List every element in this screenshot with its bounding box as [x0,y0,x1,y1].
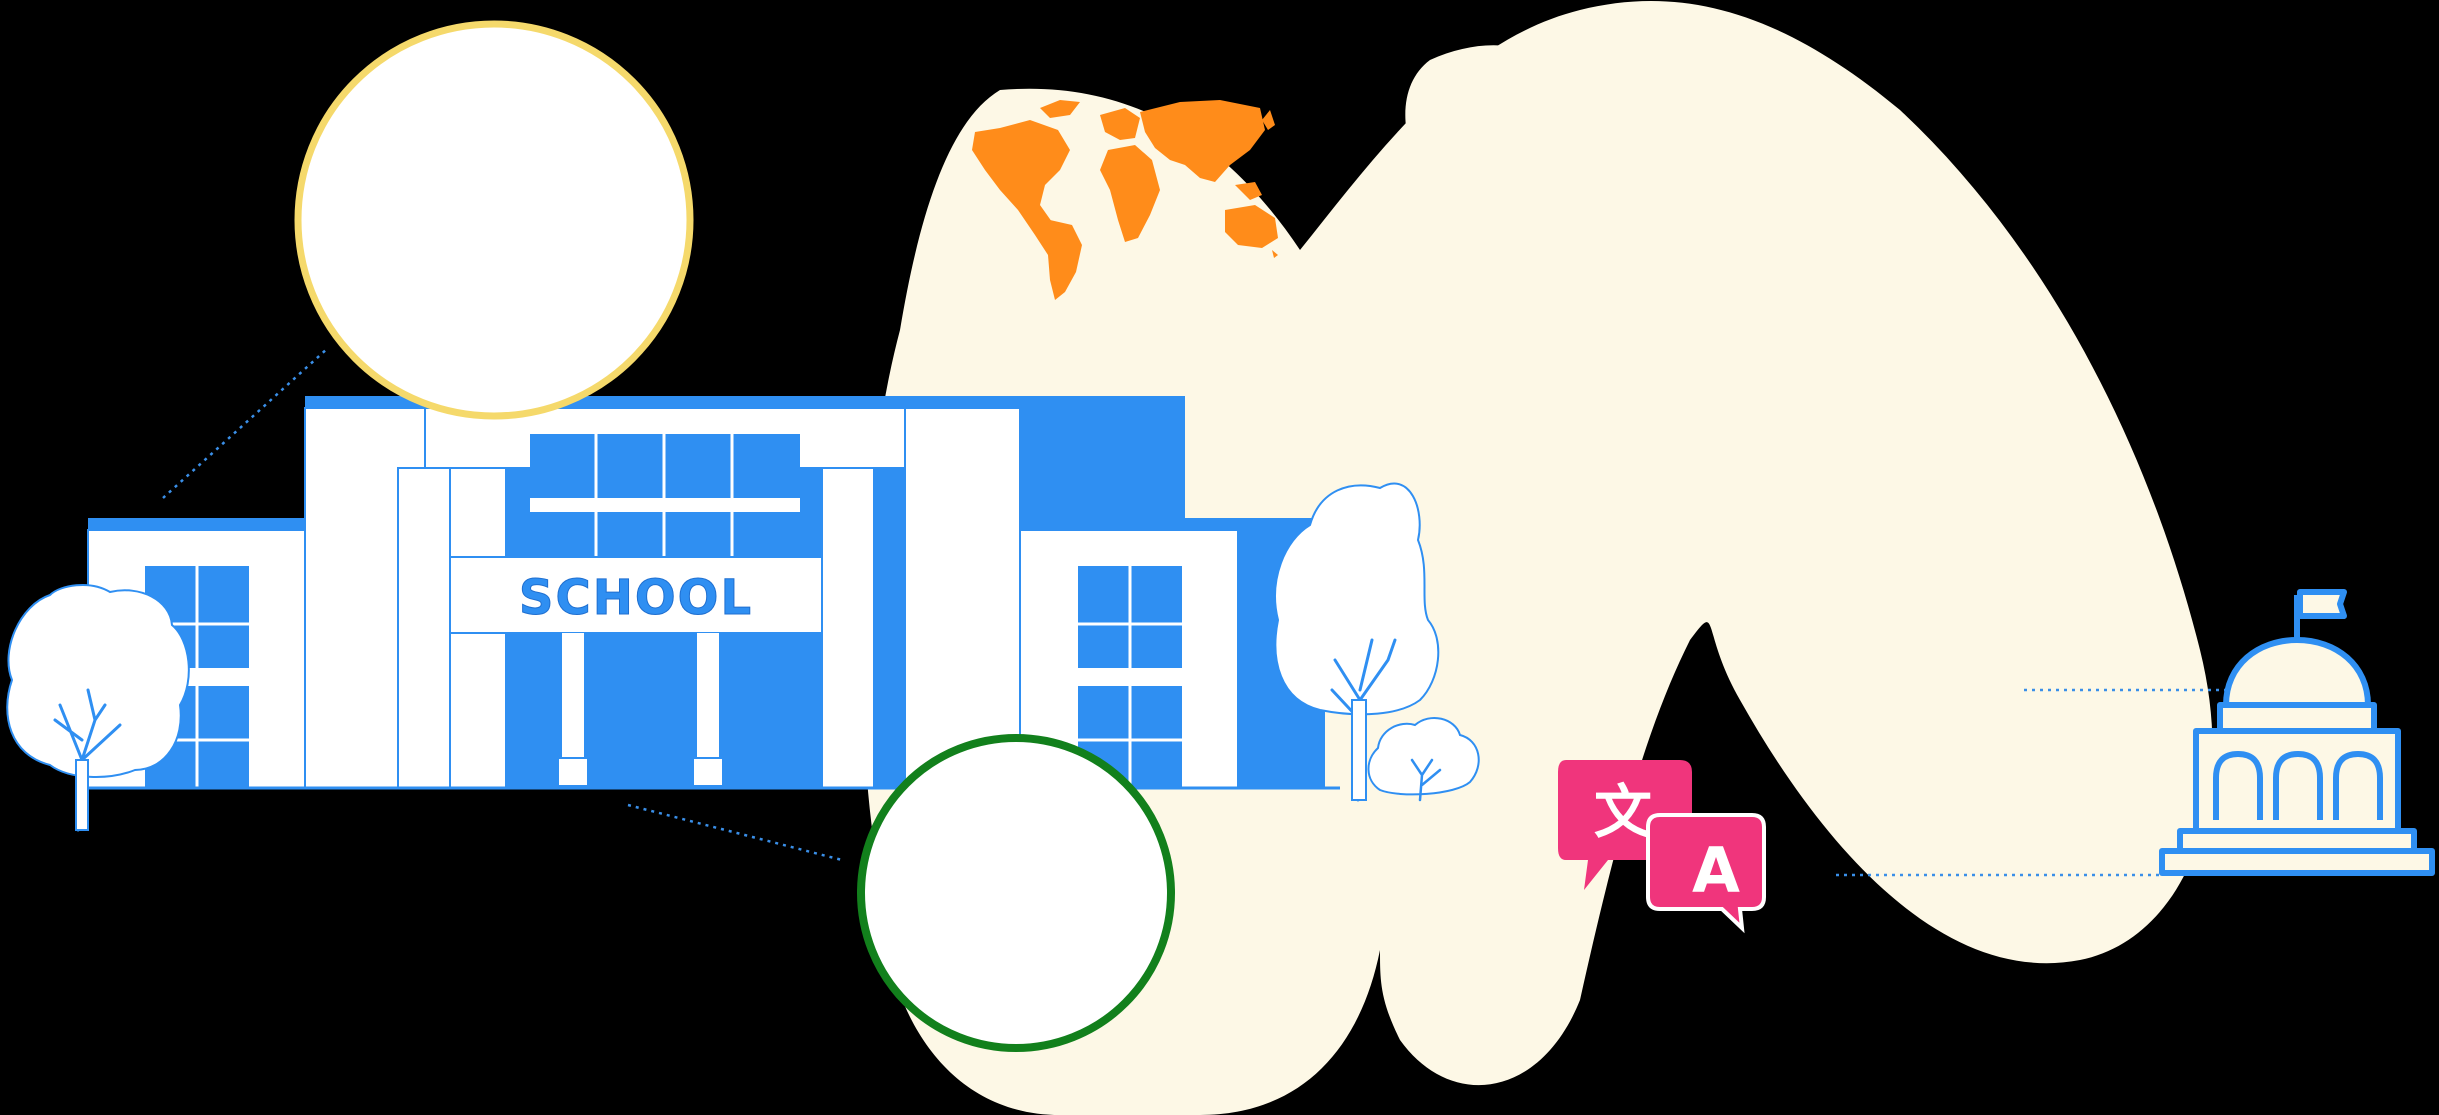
translate-target-glyph: A [1692,834,1740,907]
entrance-columns [557,633,724,787]
center-windows [530,434,800,558]
yellow-ring-badge [294,20,694,420]
world-map-icon [972,100,1278,300]
tree-icon-left [6,584,190,832]
flag-icon [2297,589,2347,619]
cream-blob [862,0,2213,1115]
school-sign-text: SCHOOL [519,570,753,626]
translate-source-glyph: 文 [1594,778,1652,846]
government-building-icon [2159,589,2435,876]
tree-icon-right [1274,482,1480,802]
dotted-connectors [162,347,2225,877]
school-building: SCHOOL [86,396,1340,790]
green-ring-badge [857,734,1175,1052]
translate-icon: 文 A [1558,760,1766,934]
